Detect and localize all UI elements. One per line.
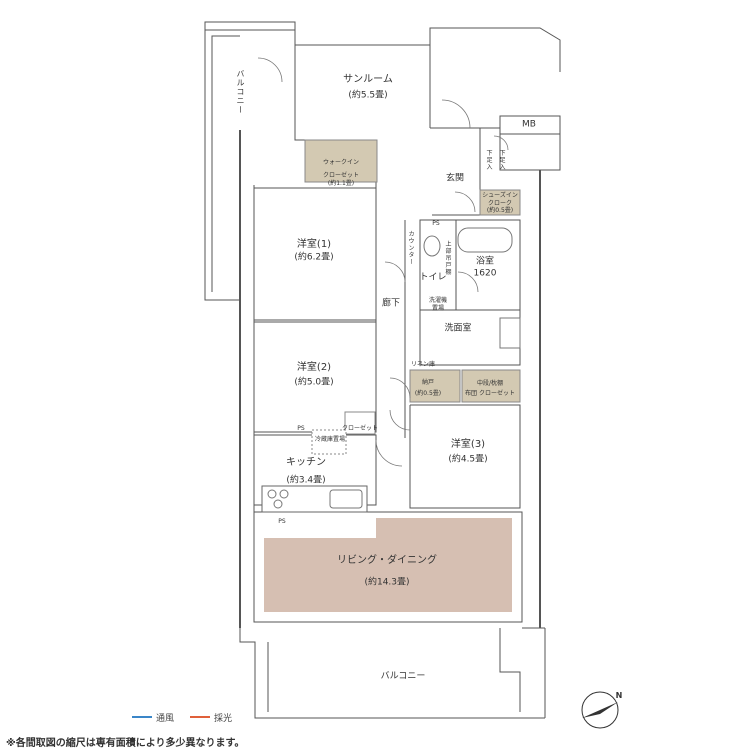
walkin-title: ウォークイン bbox=[322, 159, 360, 166]
shoes-title: シューズイン bbox=[482, 192, 518, 199]
bathtub bbox=[457, 227, 513, 253]
shoe-rack-1: 下足入 bbox=[485, 149, 492, 171]
shoe-rack-2: 下足入 bbox=[498, 149, 505, 171]
washroom-label: 洗面室 bbox=[444, 323, 472, 334]
mb-box bbox=[499, 115, 561, 135]
nando-label: 納戸 bbox=[421, 379, 435, 386]
washbasin bbox=[499, 317, 521, 349]
western3-label: 洋室(3) bbox=[450, 439, 486, 450]
fridge-label: 冷蔵庫置場 bbox=[314, 436, 346, 443]
balcony-bottom-label: バルコニー bbox=[380, 671, 426, 682]
washer-label-1: 洗濯機 bbox=[428, 297, 448, 304]
footnote: ※各間取図の縮尺は専有面積により多少異なります。 bbox=[6, 738, 245, 749]
ps-label-2: PS bbox=[297, 425, 305, 432]
doors bbox=[257, 57, 509, 467]
western3-size: (約4.5畳) bbox=[448, 454, 488, 465]
walkin-closet bbox=[304, 139, 378, 183]
counter-label: カウンター bbox=[407, 230, 414, 266]
shoes-size: (約0.5畳) bbox=[486, 207, 514, 214]
walkin-sub: クローゼット bbox=[322, 172, 360, 179]
kitchen-label: キッチン bbox=[286, 457, 326, 468]
kitchen-size: (約3.4畳) bbox=[286, 475, 326, 486]
nando-size: (約0.5畳) bbox=[414, 390, 442, 397]
legend-wind: 通風 bbox=[156, 714, 175, 724]
fridge-space bbox=[311, 429, 347, 455]
balcony-top-outline bbox=[204, 27, 295, 301]
western1-label: 洋室(1) bbox=[296, 239, 332, 250]
mb-label: MB bbox=[522, 119, 536, 130]
walkin-size: (約1.1畳) bbox=[327, 180, 355, 187]
ps-label-3: PS bbox=[278, 518, 286, 525]
western2-label: 洋室(2) bbox=[296, 362, 332, 373]
washer-label-2: 置場 bbox=[431, 305, 445, 312]
compass-north-label: N bbox=[615, 691, 623, 700]
compass-icon bbox=[581, 691, 619, 729]
closet-mid-label: 中段/枕棚 bbox=[476, 380, 504, 387]
legend-light: 採光 bbox=[214, 714, 233, 724]
sunroom-label: サンルーム bbox=[343, 74, 393, 85]
western2-size: (約5.0畳) bbox=[294, 377, 334, 388]
bath-label: 浴室 bbox=[475, 256, 495, 267]
closet-w2 bbox=[344, 411, 376, 435]
closet-w2-label: クローゼット bbox=[341, 425, 379, 432]
ps-label-1: PS bbox=[432, 220, 440, 227]
toilet-bowl bbox=[423, 235, 441, 257]
toilet-label: トイレ bbox=[419, 272, 447, 283]
closet-w3 bbox=[461, 369, 521, 403]
balcony-top-label: バルコニー bbox=[236, 69, 245, 115]
outer-top bbox=[294, 27, 561, 72]
shoes-cloak bbox=[479, 189, 521, 216]
sink bbox=[329, 489, 363, 509]
bath-size: 1620 bbox=[473, 268, 497, 279]
upper-cab-label: 上部吊戸棚 bbox=[444, 240, 451, 276]
living-label: リビング・ダイニング bbox=[337, 555, 437, 566]
linen-label: リネン庫 bbox=[410, 361, 436, 368]
legend-graphic bbox=[132, 716, 210, 718]
living-size: (約14.3畳) bbox=[364, 577, 410, 588]
closet-low-label: 布団 クローゼット bbox=[465, 390, 515, 397]
western1-size: (約6.2畳) bbox=[294, 252, 334, 263]
nando bbox=[409, 369, 461, 403]
shoes-sub: クローク bbox=[487, 200, 513, 207]
hallway-label: 廊下 bbox=[381, 298, 401, 309]
entrance-label: 玄関 bbox=[445, 173, 465, 184]
living-floor bbox=[264, 518, 512, 612]
sunroom-size: (約5.5畳) bbox=[348, 90, 388, 101]
